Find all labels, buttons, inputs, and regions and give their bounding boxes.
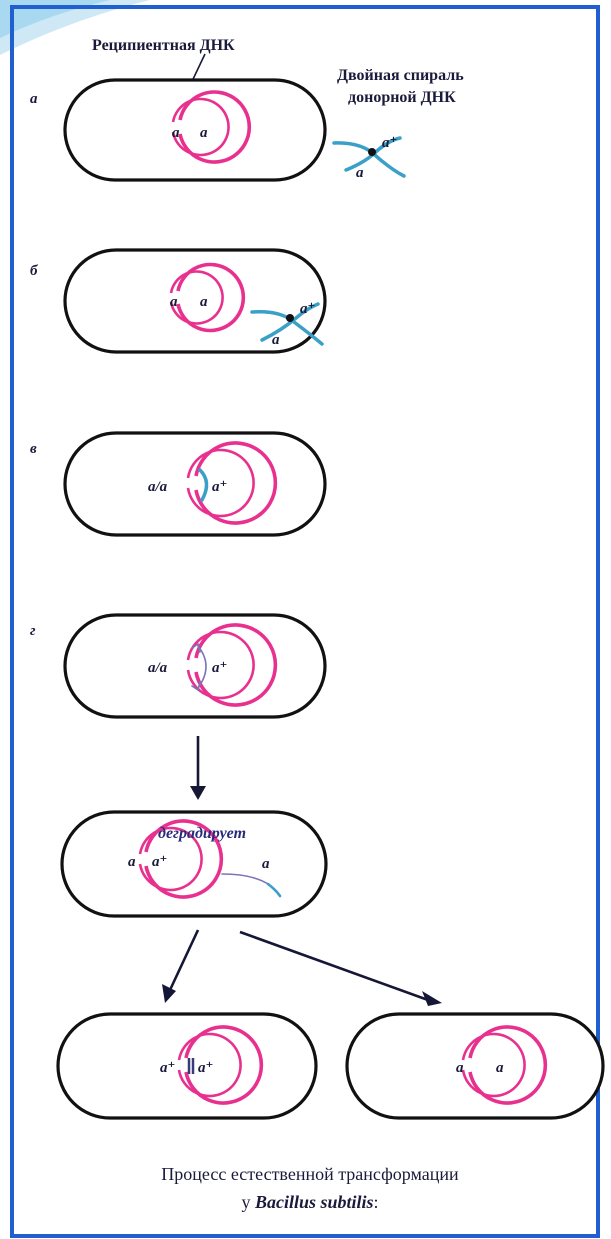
stage-label-g: г — [30, 623, 36, 639]
allele-a-plus-d1-left: a⁺ — [160, 1060, 175, 1076]
donor-dna-helix-free: a⁺ a — [332, 135, 406, 181]
arrow-left-branch — [162, 929, 200, 1003]
caption-prefix: у — [241, 1192, 255, 1212]
allele-a-left-b: a — [170, 294, 178, 310]
allele-a-donor: a — [356, 165, 364, 181]
allele-a-plus-g: a⁺ — [212, 660, 227, 676]
caption-line2: у Bacillus subtilis: — [241, 1192, 378, 1212]
arrow-down — [190, 736, 206, 800]
allele-a-d2-left: a — [456, 1060, 464, 1076]
cell-stage-b: a a — [63, 248, 327, 354]
allele-a-plus-v: a⁺ — [212, 479, 227, 495]
blue-frame — [10, 5, 600, 1238]
caption-suffix: : — [374, 1192, 379, 1212]
stage-label-v: в — [30, 441, 37, 457]
cell-stage-g: a/a a⁺ — [63, 613, 327, 719]
allele-a-plus-d1-right: a⁺ — [198, 1060, 213, 1076]
cell-stage-a: a a — [63, 78, 327, 182]
daughter-cell-untransformed: a a — [345, 1012, 605, 1120]
allele-a-plus-donor: a⁺ — [382, 135, 397, 151]
allele-heteroduplex-g: a/a — [148, 660, 168, 676]
allele-a-right-b: a — [200, 294, 208, 310]
arrow-right-branch — [239, 930, 442, 1006]
allele-a-plus-deg: a⁺ — [152, 854, 167, 870]
stage-label-b: б — [30, 263, 38, 279]
decorative-swoosh-2 — [0, 0, 110, 38]
recipient-dna-label: Реципиентная ДНК — [92, 37, 235, 54]
allele-a-plus-binding: a⁺ — [300, 301, 315, 317]
allele-a-degraded-strand: a — [262, 856, 270, 872]
donor-helix-label-line1: Двойная спираль — [337, 67, 464, 84]
allele-a-left: a — [172, 125, 180, 141]
daughter-cell-transformed: a⁺ a⁺ — [56, 1012, 318, 1120]
allele-a-right: a — [200, 125, 208, 141]
allele-heteroduplex-v: a/a — [148, 479, 168, 495]
donor-helix-label-line2: донорной ДНК — [348, 89, 456, 106]
allele-a-binding: a — [272, 332, 280, 348]
caption-species: Bacillus subtilis — [254, 1192, 374, 1212]
allele-a-deg: a — [128, 854, 136, 870]
degrades-label: деградирует — [158, 825, 246, 842]
stage-label-a: а — [30, 91, 38, 107]
donor-dna-binding: a⁺ a — [250, 301, 324, 348]
cell-degradation: a a⁺ деградирует a — [60, 810, 328, 918]
cell-stage-v: a/a a⁺ — [63, 431, 327, 537]
caption-line1: Процесс естественной трансформации — [161, 1164, 459, 1184]
allele-a-d2-right: a — [496, 1060, 504, 1076]
